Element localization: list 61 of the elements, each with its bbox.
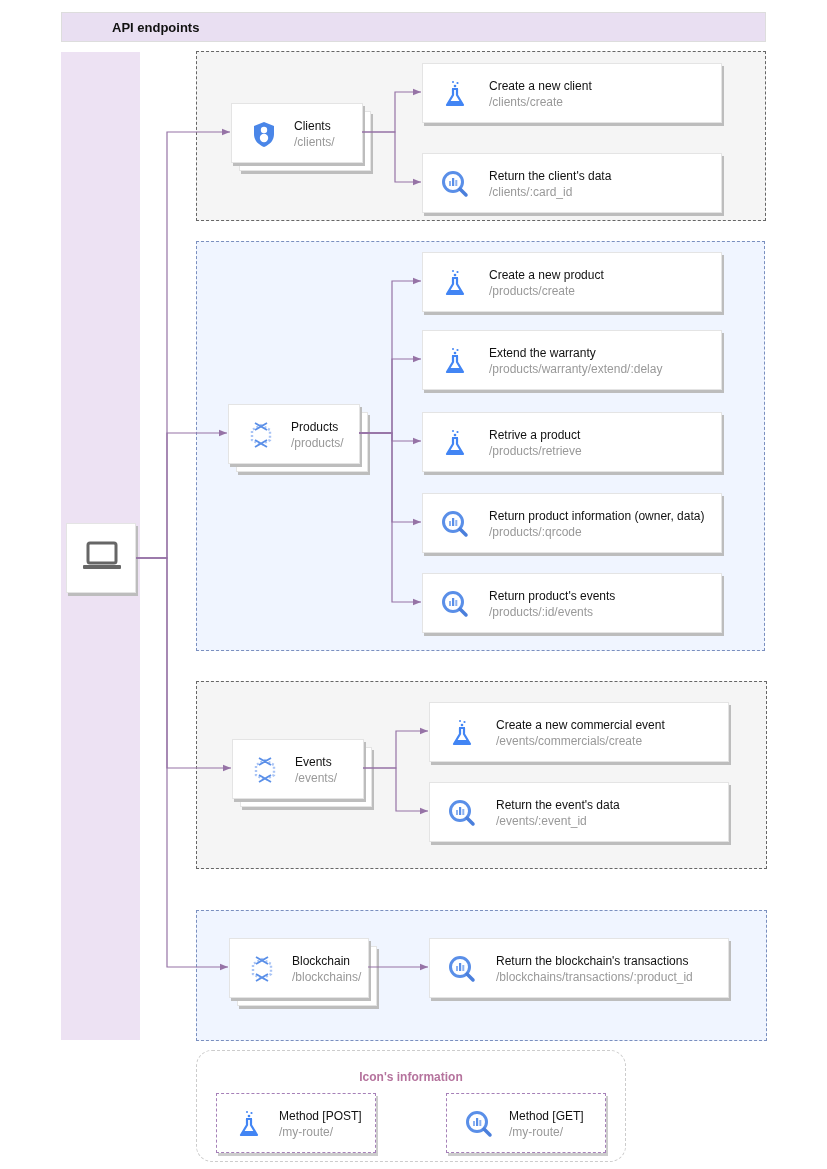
endpoint-path: /products/create	[489, 284, 576, 298]
endpoint-path: /products/	[291, 436, 344, 450]
endpoint-title: Return product's events	[489, 589, 616, 603]
group-panel	[196, 681, 767, 869]
endpoint-path: /clients/	[294, 135, 335, 149]
endpoint-card	[422, 573, 722, 633]
endpoint-title: Method [GET]	[509, 1109, 584, 1123]
endpoint-path: /blockchains/transactions/:product_id	[496, 970, 693, 984]
endpoint-title: Extend the warranty	[489, 346, 596, 360]
endpoint-title: Create a new commercial event	[496, 718, 665, 732]
endpoint-card	[422, 63, 722, 123]
device-card	[66, 523, 136, 593]
endpoint-path: /my-route/	[509, 1125, 563, 1139]
endpoint-path: /events/commercials/create	[496, 734, 643, 748]
endpoint-title: Create a new client	[489, 79, 592, 93]
arrow	[367, 963, 429, 971]
group-panel	[196, 241, 765, 651]
header-band	[61, 12, 766, 42]
endpoint-title: Clients	[294, 119, 331, 133]
legend-panel	[196, 1050, 626, 1162]
resource-card	[229, 938, 369, 998]
endpoint-card	[422, 493, 722, 553]
legend-card	[446, 1093, 606, 1153]
endpoint-title: Events	[295, 755, 332, 769]
endpoint-title: Return product information (owner, data)	[489, 509, 705, 523]
arrow	[362, 767, 429, 815]
endpoint-card	[422, 330, 722, 390]
arrow	[135, 557, 229, 971]
endpoint-path: /blockchains/	[292, 970, 362, 984]
arrow	[361, 131, 422, 186]
endpoint-card	[429, 938, 729, 998]
endpoint-title: Return the client's data	[489, 169, 612, 183]
endpoint-path: /products/:qrcode	[489, 525, 582, 539]
endpoint-path: /events/:event_id	[496, 814, 587, 828]
endpoint-title: Products	[291, 420, 339, 434]
endpoint-card	[422, 153, 722, 213]
endpoint-path: /products/warranty/extend/:delay	[489, 362, 663, 376]
endpoint-title: Return the blockchain's transactions	[496, 954, 689, 968]
endpoint-title: Retrive a product	[489, 428, 581, 442]
endpoint-path: /events/	[295, 771, 338, 785]
group-panel	[196, 910, 767, 1041]
endpoint-title: Return the event's data	[496, 798, 620, 812]
legend-heading: Icon's information	[358, 1070, 464, 1084]
endpoint-path: /clients/create	[489, 95, 564, 109]
endpoint-title: Create a new product	[489, 268, 604, 282]
endpoint-title: Blockchain	[292, 954, 351, 968]
group-panel	[196, 51, 766, 221]
endpoint-card	[429, 702, 729, 762]
heading-text: API endpoints	[112, 21, 200, 35]
resource-card	[232, 739, 364, 799]
endpoint-path: /my-route/	[279, 1125, 333, 1139]
endpoint-title: Method [POST]	[279, 1109, 362, 1123]
endpoint-card	[422, 252, 722, 312]
endpoint-card	[422, 412, 722, 472]
endpoint-path: /products/:id/events	[489, 605, 594, 619]
endpoint-card	[429, 782, 729, 842]
resource-card	[231, 103, 363, 163]
endpoint-path: /products/retrieve	[489, 444, 582, 458]
resource-card	[228, 404, 360, 464]
endpoint-path: /clients/:card_id	[489, 185, 573, 199]
legend-card	[216, 1093, 376, 1153]
